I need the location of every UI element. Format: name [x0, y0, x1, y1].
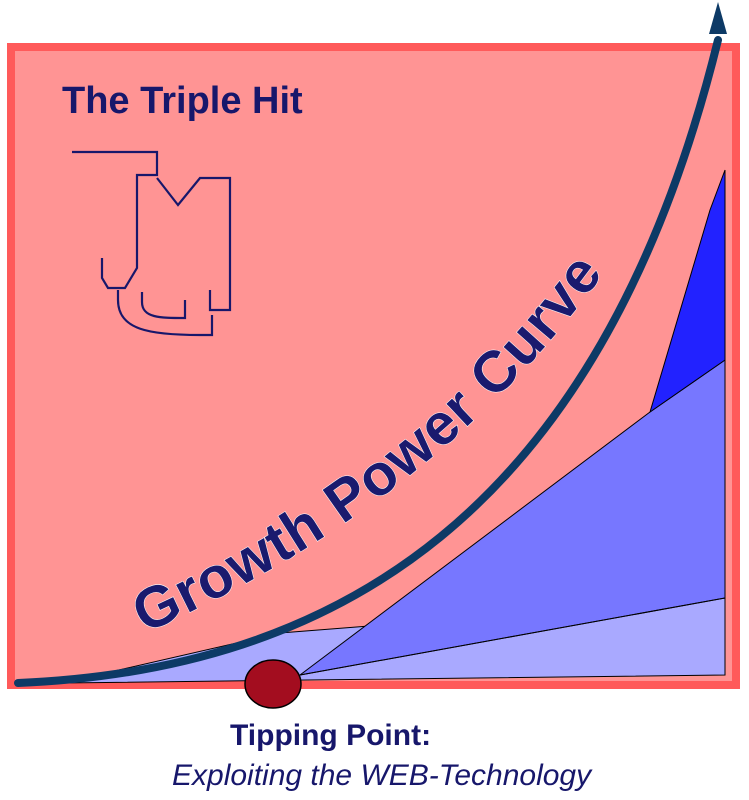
wedge-edge-line [299, 597, 726, 676]
arrow-up-icon [709, 2, 727, 34]
jmg-monogram-logo [72, 150, 232, 337]
tipping-point-marker [244, 659, 302, 709]
growth-curve [14, 36, 722, 687]
diagram-title: The Triple Hit [62, 80, 303, 122]
caption-subtitle: Exploiting the WEB-Technology [172, 759, 593, 792]
caption-title: Tipping Point: [230, 719, 431, 752]
